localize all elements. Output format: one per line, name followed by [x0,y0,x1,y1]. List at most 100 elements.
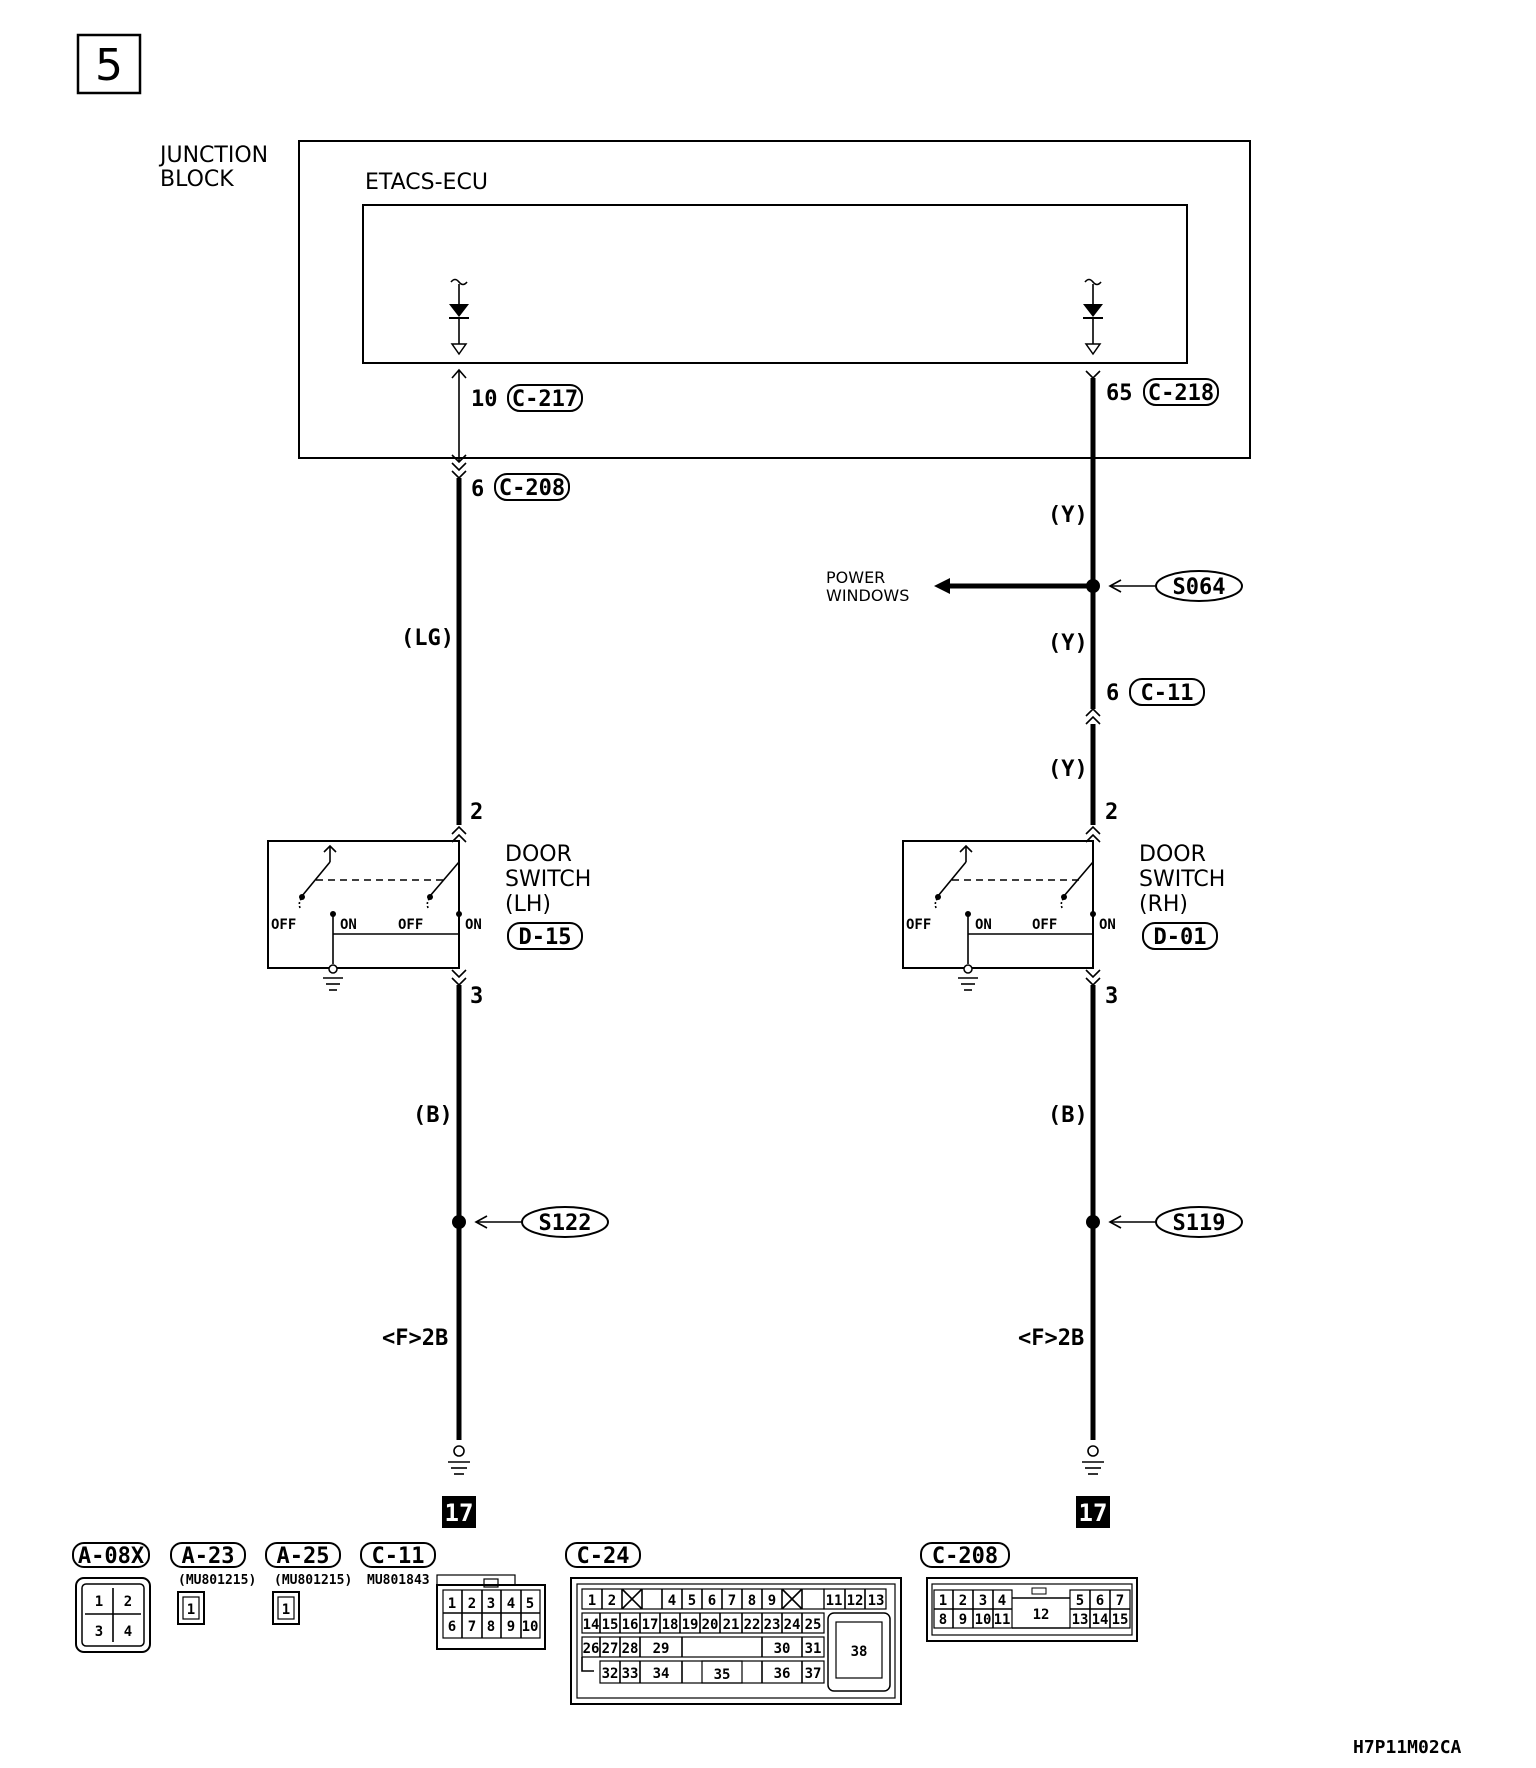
right-circuit: 65 C-218 (Y) POWER WINDOWS S064 (Y) 6 C-… [826,370,1243,1528]
right-inline-pin: 6 [1106,681,1119,706]
connector-faces: A-08X 1 2 3 4 A-23 (MU801215) 1 A-25 (MU… [72,1542,1138,1705]
right-wire-color-2: (Y) [1048,631,1088,656]
svg-text:17: 17 [445,1499,474,1527]
svg-text:16: 16 [622,1617,639,1633]
connector-c11: C-11 MU801843 1 2 3 4 5 6 7 8 9 10 [360,1542,546,1650]
right-ground-symbol [1082,1445,1104,1475]
branch-label-line2: WINDOWS [826,586,909,605]
svg-text:18: 18 [662,1617,679,1633]
svg-text:7: 7 [468,1619,476,1635]
svg-text:36: 36 [774,1666,791,1682]
svg-text:A-25: A-25 [277,1544,330,1569]
svg-text:33: 33 [622,1666,639,1682]
left-harness-pin: 6 [471,477,484,502]
lh-switch-off-2: OFF [398,917,423,933]
lh-switch-connector-tag: D-15 [507,922,583,950]
svg-text:4: 4 [507,1596,515,1612]
svg-text:S122: S122 [539,1211,592,1236]
svg-text:1: 1 [187,1602,195,1618]
lh-switch-label-line1: DOOR [505,842,572,867]
left-ecu-pin: 10 [471,387,498,412]
rh-switch-label-line3: (RH) [1139,892,1188,917]
svg-text:1: 1 [448,1596,456,1612]
right-splice-top-tag: S064 [1155,570,1243,602]
svg-text:32: 32 [602,1666,619,1682]
svg-text:24: 24 [784,1617,801,1633]
svg-text:13: 13 [868,1593,885,1609]
svg-text:14: 14 [583,1617,600,1633]
right-wire-color-3: (Y) [1048,757,1088,782]
connector-c24: C-24 1 2 3 4 5 [565,1542,902,1705]
right-ground-wire-color: (B) [1048,1103,1088,1128]
svg-text:4: 4 [668,1593,676,1609]
svg-text:3: 3 [487,1596,495,1612]
svg-text:10: 10 [522,1619,539,1635]
svg-text:11: 11 [826,1593,843,1609]
svg-text:6: 6 [448,1619,456,1635]
svg-text:1: 1 [282,1602,290,1618]
svg-text:25: 25 [805,1617,822,1633]
junction-block-label-line2: BLOCK [160,167,234,192]
svg-text:9: 9 [507,1619,515,1635]
svg-text:31: 31 [805,1641,822,1657]
lh-switch-off-1: OFF [271,917,296,933]
rh-switch-on-2: ON [1099,917,1116,933]
svg-text:5: 5 [1076,1593,1084,1609]
svg-text:8: 8 [939,1612,947,1628]
svg-text:A-08X: A-08X [78,1544,144,1569]
ecu-input-right-diode [1083,278,1103,356]
svg-text:10: 10 [975,1612,992,1628]
svg-text:8: 8 [748,1593,756,1609]
svg-text:2: 2 [959,1593,967,1609]
svg-text:9: 9 [959,1612,967,1628]
svg-text:15: 15 [602,1617,619,1633]
left-ground-wire-color: (B) [413,1103,453,1128]
right-switch-in-pin: 2 [1105,800,1118,825]
left-circuit: 10 C-217 6 C-208 (LG) 2 [267,368,609,1528]
svg-text:(MU801215): (MU801215) [274,1573,352,1588]
svg-text:9: 9 [768,1593,776,1609]
svg-text:C-218: C-218 [1148,381,1214,406]
svg-text:C-11: C-11 [372,1544,425,1569]
svg-text:5: 5 [688,1593,696,1609]
svg-text:12: 12 [847,1593,864,1609]
svg-text:34: 34 [653,1666,670,1682]
svg-text:C-208: C-208 [499,476,565,501]
lh-switch-on-1: ON [340,917,357,933]
lh-switch-label-line3: (LH) [505,892,551,917]
left-splice-tag: S122 [521,1206,609,1238]
svg-text:3: 3 [95,1624,103,1640]
right-inline-connector-tag: C-11 [1129,678,1205,706]
svg-text:(MU801215): (MU801215) [178,1573,256,1588]
svg-text:C-208: C-208 [932,1544,998,1569]
svg-text:27: 27 [602,1641,619,1657]
junction-block: JUNCTION BLOCK ETACS-ECU [158,140,1251,459]
svg-text:8: 8 [487,1619,495,1635]
rh-switch-on-1: ON [975,917,992,933]
svg-text:35: 35 [714,1667,731,1683]
svg-text:10: 10 [784,1593,801,1609]
left-ground-point: <F>2B [382,1326,448,1351]
right-switch-out-pin: 3 [1105,984,1118,1009]
branch-label-line1: POWER [826,568,885,587]
svg-text:A-23: A-23 [182,1544,235,1569]
svg-text:13: 13 [1072,1612,1089,1628]
svg-text:7: 7 [728,1593,736,1609]
left-switch-in-pin: 2 [470,800,483,825]
door-switch-rh: OFF ON OFF ON [902,840,1116,991]
svg-text:23: 23 [764,1617,781,1633]
svg-text:29: 29 [653,1641,670,1657]
svg-text:S119: S119 [1173,1211,1226,1236]
svg-text:5: 5 [526,1596,534,1612]
left-ground-ref: 17 [442,1496,476,1528]
right-splice-tag: S119 [1155,1206,1243,1238]
page-number: 5 [95,40,123,91]
right-ecu-connector-tag: C-218 [1143,378,1219,406]
svg-text:2: 2 [124,1594,132,1610]
svg-text:6: 6 [708,1593,716,1609]
svg-text:17: 17 [1079,1499,1108,1527]
svg-text:D-01: D-01 [1154,925,1207,950]
connector-c208: C-208 1 2 3 4 8 9 10 11 12 [920,1542,1138,1642]
connector-a25: A-25 (MU801215) 1 [265,1542,352,1625]
rh-switch-label-line1: DOOR [1139,842,1206,867]
